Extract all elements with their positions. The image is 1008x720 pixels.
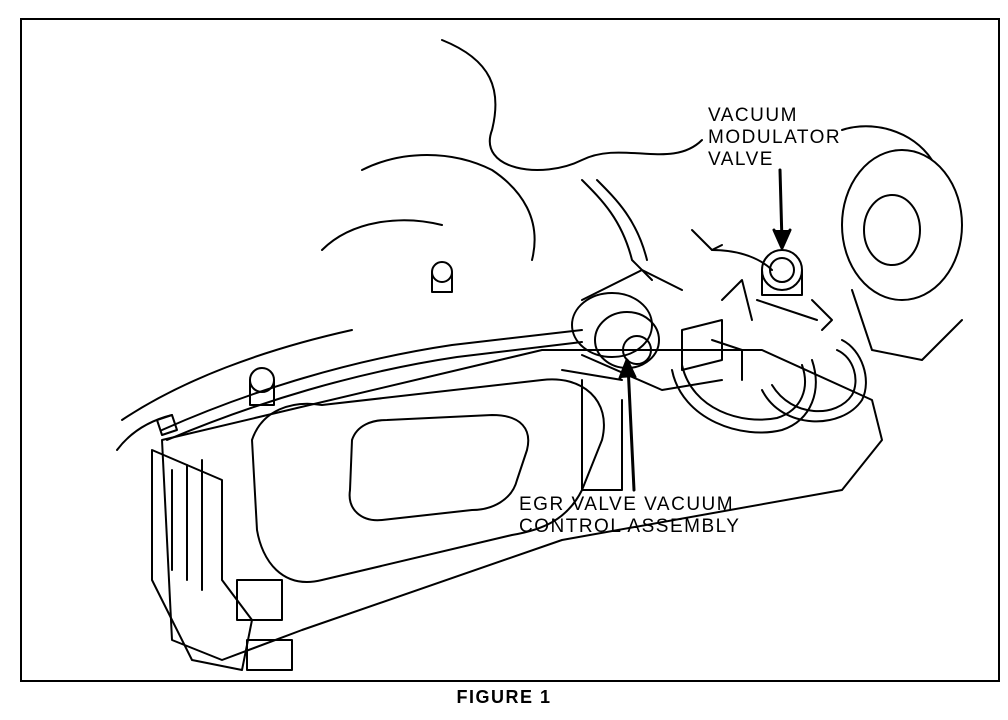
label-line: MODULATOR (708, 127, 842, 148)
bolt-left (249, 367, 275, 406)
egr-control-body (561, 269, 723, 491)
arrow-egr-control (618, 358, 637, 492)
hose-long (161, 329, 583, 431)
label-vacuum-modulator-valve: VACUUM MODULATOR VALVE (708, 105, 841, 171)
label-line: VALVE (708, 149, 774, 170)
bolt-center (431, 261, 453, 293)
hose-right-2 (761, 339, 867, 423)
arrow-vacuum-modulator (772, 168, 792, 250)
figure-frame: VACUUM MODULATOR VALVE EGR VALVE VACUUM … (20, 18, 1000, 682)
modulator-valve (756, 249, 818, 321)
pulley (841, 125, 963, 361)
label-egr-valve-vacuum-control-assembly: EGR VALVE VACUUM CONTROL ASSEMBLY (519, 494, 740, 538)
upper-body-outline (441, 39, 703, 171)
valve-cover (161, 349, 883, 661)
label-line: VACUUM (708, 105, 798, 126)
label-line: CONTROL ASSEMBLY (519, 516, 741, 537)
hose-right-1 (671, 359, 817, 434)
figure-caption: FIGURE 1 (456, 687, 552, 707)
label-line: EGR VALVE VACUUM (519, 494, 735, 515)
engine-line-drawing (116, 39, 963, 671)
